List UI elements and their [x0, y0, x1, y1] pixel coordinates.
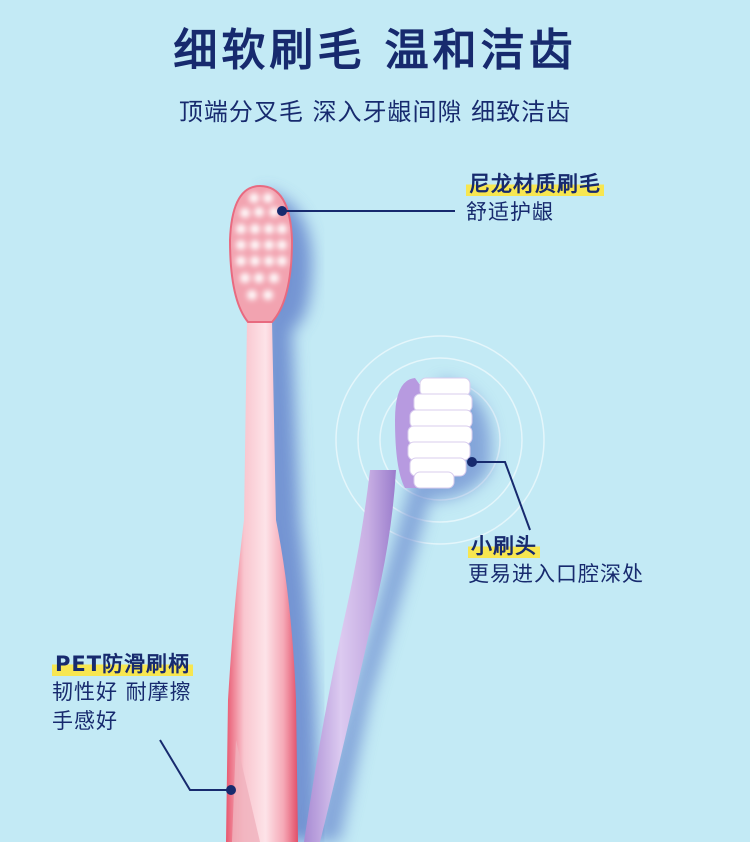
pink-toothbrush [226, 184, 298, 842]
callout-title: 尼龙材质刷毛 [466, 170, 604, 198]
pointer-dot [277, 206, 287, 216]
callout-desc: 手感好 [52, 709, 118, 733]
callout-desc: 更易进入口腔深处 [468, 562, 644, 586]
subheadline: 顶端分叉毛 深入牙龈间隙 细致洁齿 [178, 98, 572, 126]
headline: 细软刷毛 温和洁齿 [173, 25, 577, 76]
purple-toothbrush [304, 377, 473, 842]
leader-lines [159, 210, 531, 791]
callout-title: 小刷头 [468, 532, 540, 560]
vibration-rings [335, 335, 545, 545]
callout-pet-handle: PET防滑刷柄 韧性好 耐摩擦 手感好 [52, 650, 194, 736]
bristles-white [407, 377, 473, 489]
bristle-tufts [236, 193, 287, 300]
callout-desc: 韧性好 耐摩擦 [52, 680, 192, 704]
pointer-dot [467, 457, 477, 467]
callout-title: PET防滑刷柄 [52, 650, 194, 678]
callout-nylon-bristles: 尼龙材质刷毛 舒适护龈 [466, 170, 604, 227]
callout-small-head: 小刷头 更易进入口腔深处 [468, 532, 644, 589]
callout-desc: 舒适护龈 [466, 200, 554, 224]
pointer-dot [226, 785, 236, 795]
